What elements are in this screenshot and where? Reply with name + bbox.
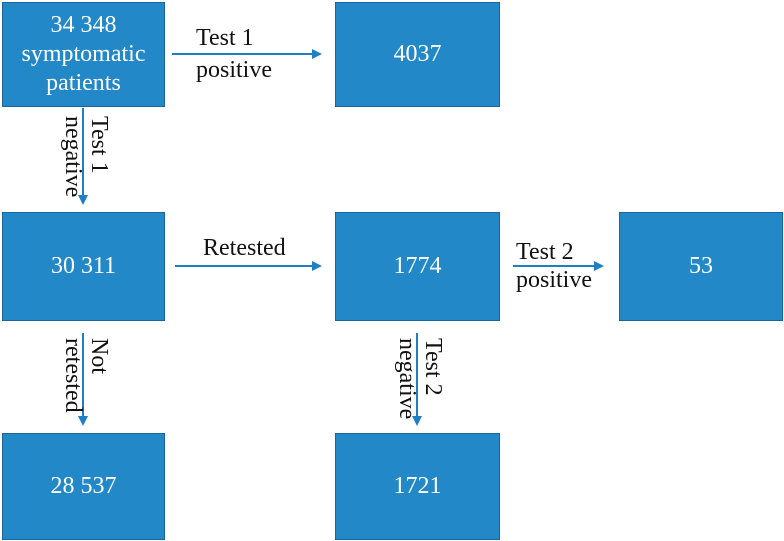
label-not-retested-line1: Not [86,338,112,374]
label-retested-text: Retested [203,235,286,261]
node-symptomatic-patients: 34 348 symptomatic patients [2,2,165,107]
label-test2-negative-line2: negative [394,338,420,420]
label-test1-positive-line2: positive [196,57,272,83]
label-test1-negative: Test 1 negative [60,116,112,197]
node-not-retested: 28 537 [2,433,165,540]
symptomatic-line2: symptomatic [21,41,146,67]
label-test2-positive: Test 2 positive [516,238,592,294]
test1-positive-count: 4037 [393,41,442,67]
node-test2-negative: 1721 [335,433,500,540]
label-test2-positive-line1: Test 2 [516,239,574,265]
label-test1-negative-line1: Test 1 [86,116,112,174]
label-test1-positive: Test 1 positive [196,24,272,84]
label-test2-negative: Test 2 negative [394,338,446,419]
test1-negative-count: 30 311 [50,253,117,279]
node-retested: 1774 [335,212,500,321]
label-test2-negative-line1: Test 2 [420,338,446,396]
label-test1-positive-line1: Test 1 [196,25,254,51]
node-test2-positive: 53 [619,212,783,321]
test2-negative-count: 1721 [393,473,442,499]
node-test1-positive: 4037 [335,2,500,107]
label-not-retested: Not retested [60,338,112,413]
label-not-retested-line2: retested [60,338,86,413]
label-retested: Retested [203,234,286,262]
label-test1-negative-line2: negative [60,116,86,198]
symptomatic-line3: patients [46,70,121,96]
test2-positive-count: 53 [689,253,713,279]
not-retested-count: 28 537 [50,473,117,499]
symptomatic-count: 34 348 [50,12,117,38]
label-test2-positive-line2: positive [516,267,592,293]
node-test1-negative: 30 311 [2,212,165,321]
retested-count: 1774 [393,253,442,279]
